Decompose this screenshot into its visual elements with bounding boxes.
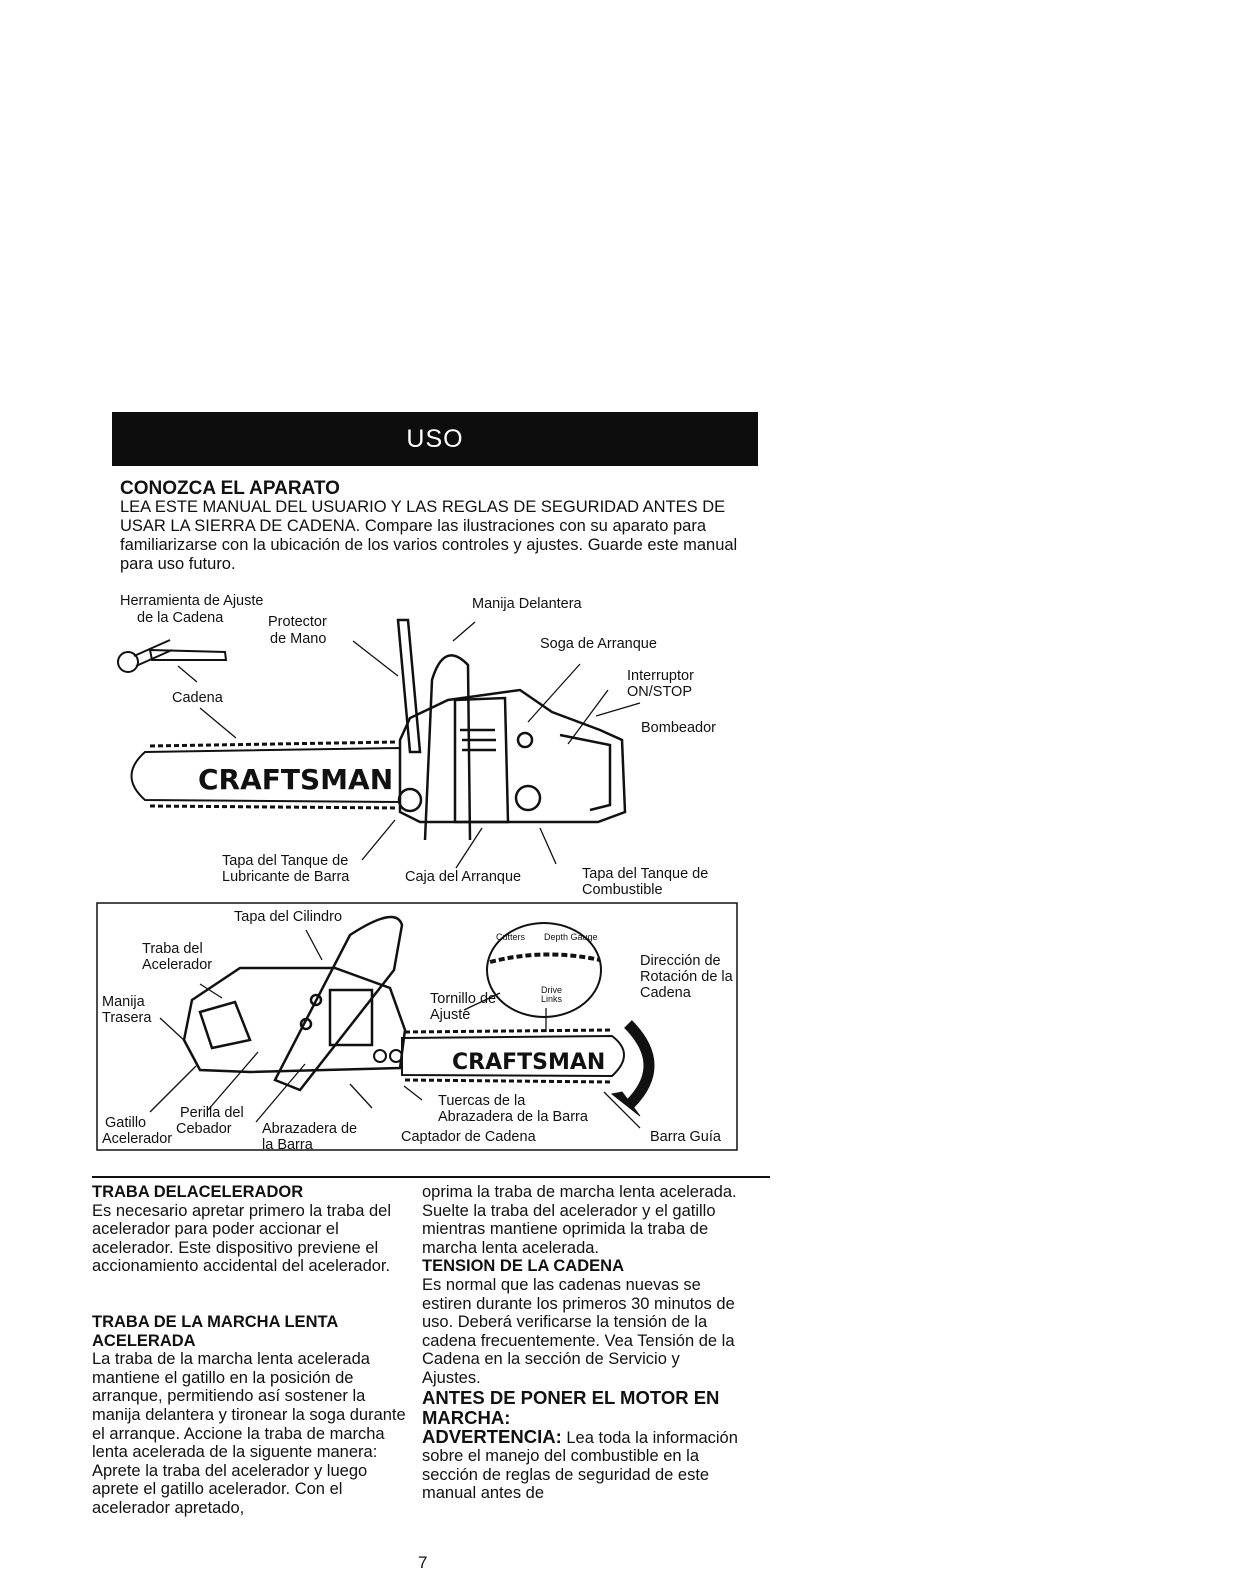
label-links: Links [541, 994, 563, 1004]
label-drive: Drive [541, 985, 563, 995]
bottom-guide-bar [373, 1028, 625, 1084]
label-acelerador: Acelerador [142, 957, 213, 973]
bottom-callout-lines [149, 929, 641, 1129]
label-caja-arranque: Caja del Arranque [405, 869, 522, 885]
top-saw-body [396, 618, 627, 841]
label-gatillo: Gatillo [105, 1115, 147, 1131]
label-protector: Protector [268, 614, 327, 630]
label-direccion-1: Dirección de [640, 953, 721, 969]
bottom-bar-brand: CRAFTSMAN [452, 1050, 605, 1075]
label-de-mano: de Mano [270, 631, 327, 647]
label-barra-guia: Barra Guía [650, 1129, 721, 1145]
bottom-saw-body [182, 915, 407, 1092]
label-manija-delantera: Manija Delantera [472, 596, 582, 612]
bottom-diagram-frame [96, 902, 738, 1151]
label-traba-del: Traba del [142, 941, 203, 957]
label-herramienta-ajuste: Herramienta de Ajuste [120, 593, 264, 609]
label-soga-arranque: Soga de Arranque [540, 636, 657, 652]
label-captador-cadena: Captador de Cadena [401, 1129, 536, 1145]
label-manija: Manija [102, 994, 145, 1010]
label-interruptor: Interruptor [627, 668, 694, 684]
top-bar-brand: CRAFTSMAN [198, 763, 393, 796]
heading-traba-acelerador: TRABA DELACELERADOR [92, 1183, 304, 1201]
warning-text: Lea toda la información sobre el manejo … [422, 1428, 738, 1503]
section-divider [92, 1176, 770, 1178]
text-tension-cadena: Es normal que las cadenas nuevas se esti… [422, 1275, 735, 1387]
chain-detail-circle [486, 922, 602, 1018]
label-tapa-combustible-2: Combustible [582, 882, 663, 898]
label-bombeador: Bombeador [641, 720, 716, 736]
label-gatillo-acelerador: Acelerador [102, 1131, 173, 1147]
label-direccion-2: Rotación de la [640, 969, 733, 985]
label-cadena: Cadena [172, 690, 223, 706]
intro-title: CONOZCA EL APARATO [120, 478, 340, 499]
page-number: 7 [418, 1553, 428, 1572]
label-cebador: Cebador [176, 1121, 232, 1137]
chain-tool-illustration [117, 639, 228, 673]
top-callout-lines [177, 621, 641, 869]
label-tapa-lubricante-1: Tapa del Tanque de [222, 853, 349, 869]
left-column: TRABA DELACELERADOR Es necesario apretar… [92, 1183, 410, 1518]
label-on-stop: ON/STOP [627, 684, 692, 700]
label-abrazadera-barra: Abrazadera de la Barra [438, 1109, 588, 1125]
heading-tension-cadena: TENSION DE LA CADENA [422, 1257, 624, 1276]
label-tapa-cilindro: Tapa del Cilindro [234, 909, 343, 925]
label-tornillo-de: Tornillo de [430, 991, 497, 1007]
label-tuercas-de-la: Tuercas de la [438, 1093, 526, 1109]
label-depth-gauge: Depth Gauge [544, 932, 598, 942]
label-ajuste: Ajuste [430, 1007, 471, 1023]
label-tapa-lubricante-2: Lubricante de Barra [222, 869, 350, 885]
top-guide-bar [130, 740, 401, 810]
section-banner: USO [112, 412, 758, 466]
right-column: oprima la traba de marcha lenta acelerad… [422, 1183, 742, 1503]
rotation-arrow [610, 1020, 655, 1117]
label-tapa-combustible-1: Tapa del Tanque de [582, 866, 709, 882]
label-herramienta-cadena: de la Cadena [137, 610, 224, 626]
intro-text: LEA ESTE MANUAL DEL USUARIO Y LAS REGLAS… [120, 498, 738, 573]
label-direccion-3: Cadena [640, 985, 691, 1001]
text-traba-acelerador: Es necesario apretar primero la traba de… [92, 1201, 391, 1276]
label-la-barra: la Barra [262, 1137, 313, 1153]
label-cutters: Cutters [496, 932, 526, 942]
heading-traba-marcha: TRABA DE LA MARCHA LENTA ACELERADA [92, 1312, 338, 1350]
label-trasera: Trasera [102, 1010, 152, 1026]
text-continuation: oprima la traba de marcha lenta acelerad… [422, 1183, 737, 1257]
text-traba-marcha: La traba de la marcha lenta acelerada ma… [92, 1350, 406, 1517]
heading-antes-motor: ANTES DE PONER EL MOTOR EN MARCHA: [422, 1386, 720, 1428]
warning-label: ADVERTENCIA: [422, 1425, 562, 1447]
label-perilla-del: Perilla del [180, 1105, 244, 1121]
label-abrazadera-de: Abrazadera de [262, 1121, 358, 1137]
